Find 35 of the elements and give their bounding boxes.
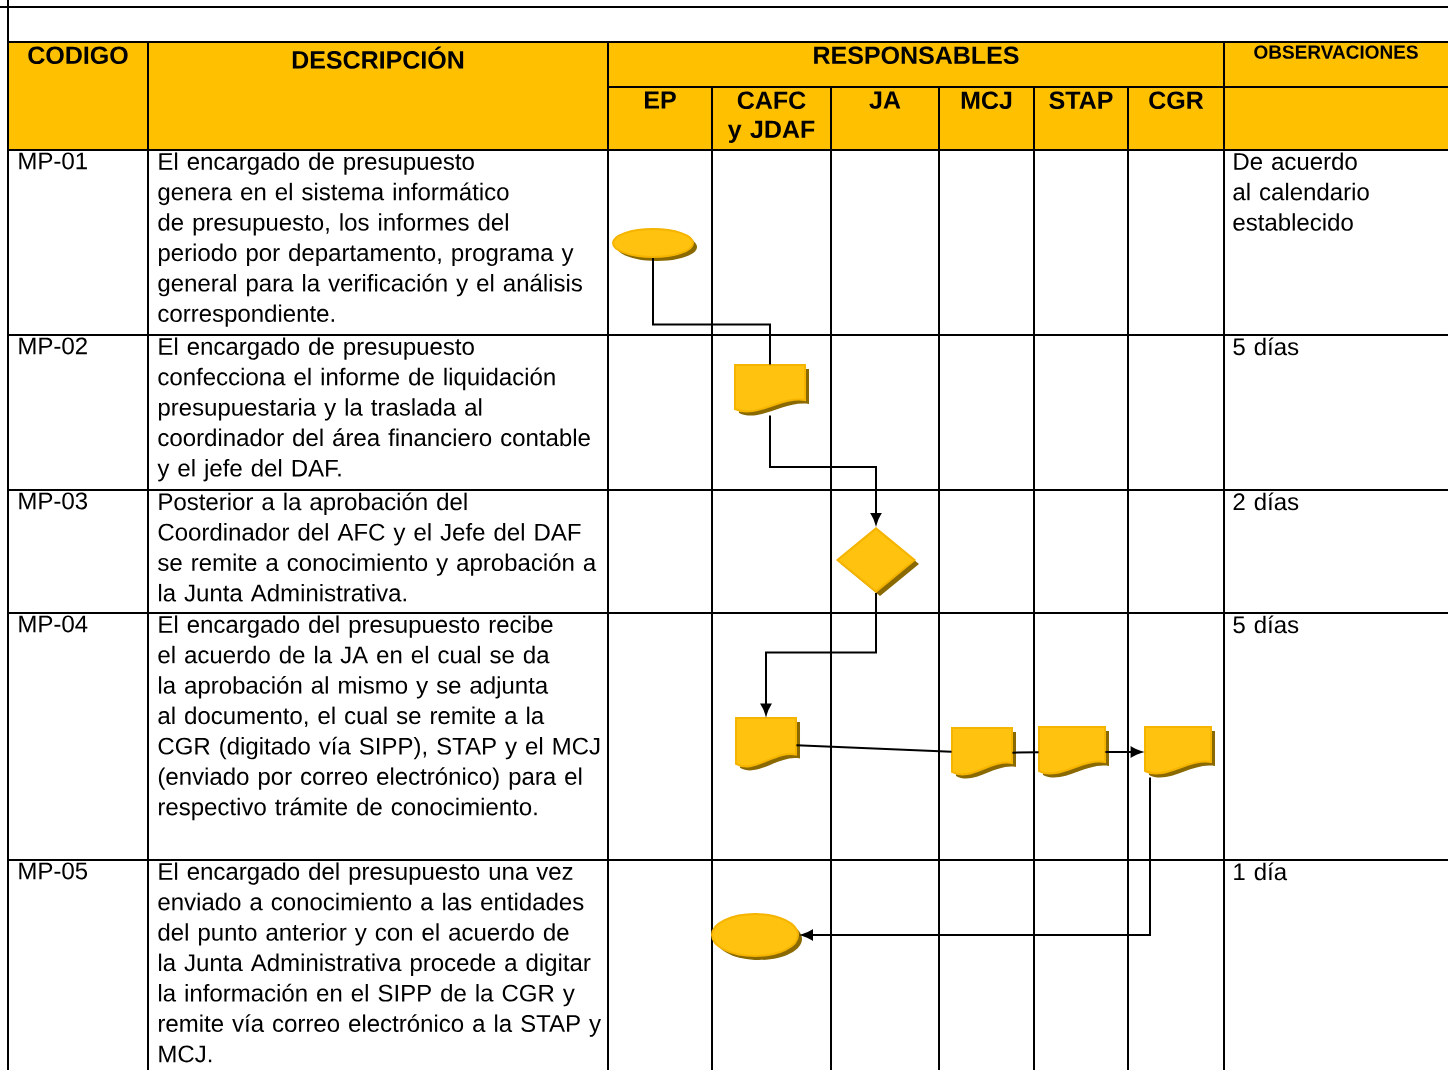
header-cell: MCJ (939, 87, 1034, 150)
header-cell: CGR (1128, 87, 1224, 150)
document-shape (1144, 726, 1215, 778)
header-cell: CODIGO (8, 42, 148, 150)
code-text: MP-05 (19, 862, 88, 880)
terminator-ellipse (711, 913, 802, 960)
arrow (760, 592, 877, 715)
terminator-ellipse (612, 228, 697, 261)
document-shape (951, 727, 1016, 779)
decision-diamond (835, 527, 919, 596)
observation-text: 5 días (1233, 615, 1299, 634)
description-text: El encargado de presupuesto genera en el sistema informático de presupuesto, los informes del periodo por departamento, programa y general para la verificación y el análisis correspondiente. (158, 152, 582, 327)
description-text: El encargado de presupuesto confecciona el informe de liquidación presupuestaria y la traslada al coordinador del área financiero contable y el jefe del DAF. (157, 337, 590, 482)
document-shape (1038, 726, 1109, 778)
description-text: Posterior a la aprobación del Coordinador del AFC y el Jefe del DAF se remite a conocimiento y aprobación a la Junta Administrativa. (158, 492, 597, 602)
document-shape (735, 717, 800, 771)
description-text: El encargado del presupuesto recibe el acuerdo de la JA en el cual se da la aprobación al mismo y se adjunta al documento, el cual se remite a la CGR (digitado vía SIPP), STAP y el MCJ (enviado por correo electrónico) para el respectivo trámite de conocimiento. (158, 615, 600, 821)
arrow (1104, 746, 1142, 758)
arrow (801, 776, 1151, 941)
code-text: MP-03 (19, 492, 88, 510)
code-text: MP-02 (19, 337, 87, 355)
header-cell: STAP (1034, 87, 1128, 150)
header-cell: CAFC y JDAF (712, 87, 831, 150)
observation-text: 2 días (1233, 492, 1299, 511)
description-text: El encargado del presupuesto una vez enviado a conocimiento a las entidades del punto anterior y con el acuerdo de la Junta Administrativa procede a digitar la información en el SIPP de la CGR y remite vía correo electrónico a la STAP y MCJ. (158, 862, 601, 1063)
observation-text: 5 días (1233, 337, 1299, 356)
observation-text: 1 día (1234, 862, 1288, 881)
arrow (769, 414, 882, 525)
header-cell: OBSERVACIONES (1224, 42, 1448, 87)
header-cell: EP (608, 87, 712, 150)
code-text: MP-01 (19, 152, 87, 170)
document-shape (734, 364, 809, 416)
header-cell: JA (831, 87, 939, 150)
code-text: MP-04 (19, 615, 88, 633)
observation-text: De acuerdo al calendario establecido (1233, 152, 1369, 231)
